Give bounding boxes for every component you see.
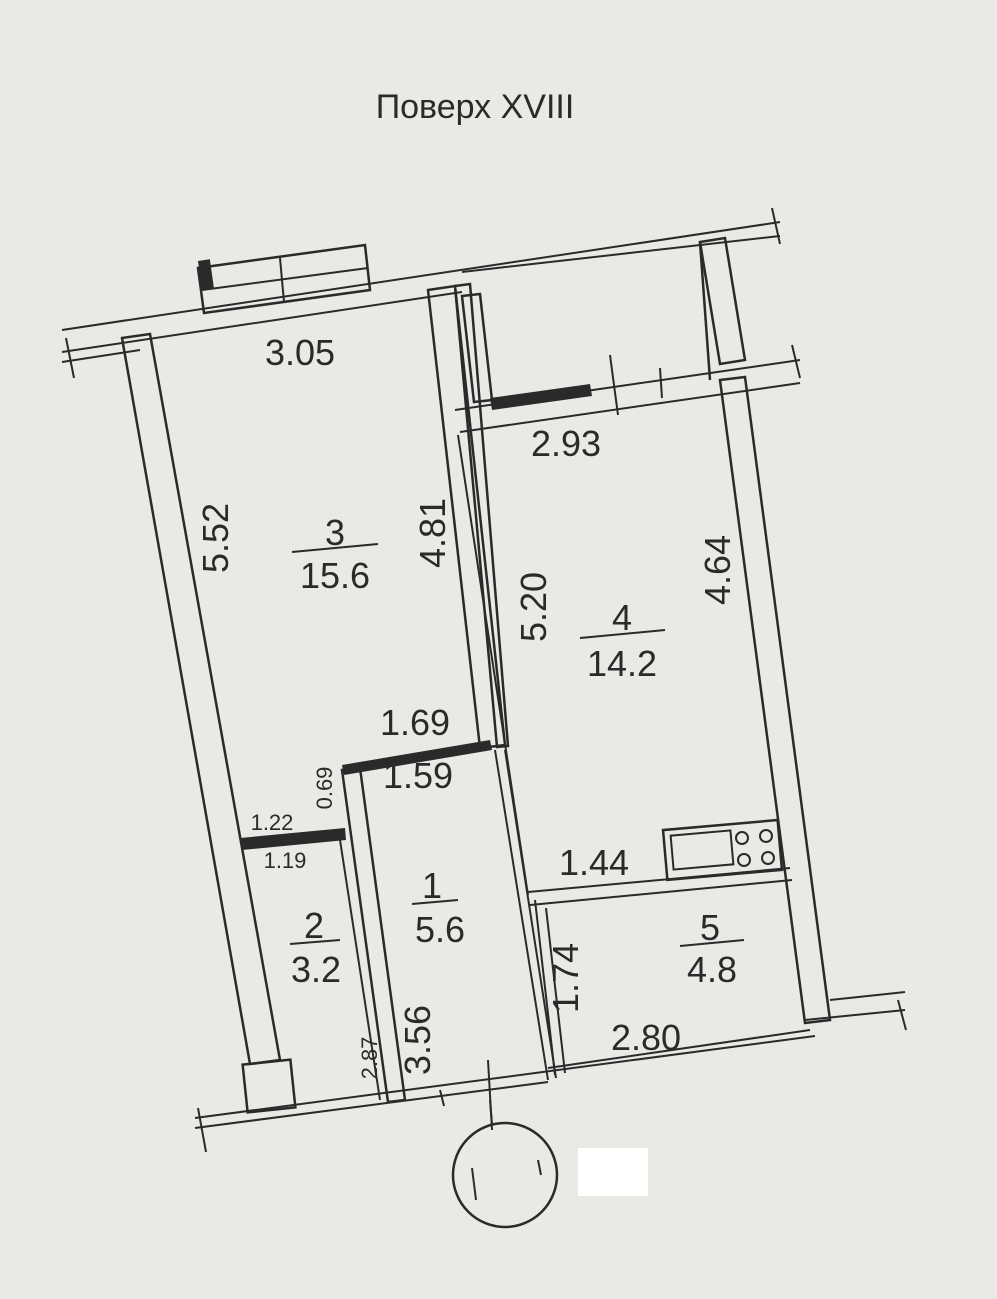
dim-2-93: 2.93 <box>531 423 601 464</box>
room-3-label: 3 15.6 <box>291 512 379 596</box>
dim-4-64: 4.64 <box>697 535 738 605</box>
dim-3-56: 3.56 <box>397 1005 438 1075</box>
bottom-exterior-wall <box>194 1035 816 1153</box>
dim-1-19: 1.19 <box>264 848 307 873</box>
room-number: 5 <box>700 907 720 948</box>
dim-3-05: 3.05 <box>265 332 335 373</box>
compass-icon <box>451 1099 559 1229</box>
dim-1-74: 1.74 <box>545 943 586 1013</box>
dim-4-81: 4.81 <box>412 498 453 568</box>
room-number: 2 <box>304 905 324 946</box>
room-2-walls <box>240 828 381 1101</box>
room-number: 4 <box>612 597 632 638</box>
room-area: 14.2 <box>587 643 657 684</box>
top-exterior-wall <box>61 207 781 379</box>
loggia-walls <box>454 236 801 433</box>
dim-5-52: 5.52 <box>195 503 236 573</box>
dim-1-69: 1.69 <box>380 702 450 743</box>
room-area: 5.6 <box>415 909 465 950</box>
stove <box>661 818 784 882</box>
dim-1-44: 1.44 <box>559 842 629 883</box>
dim-1-59: 1.59 <box>383 755 453 796</box>
room-5-walls <box>534 899 811 1076</box>
dim-2-87: 2.87 <box>357 1037 382 1080</box>
redaction-block <box>578 1148 648 1196</box>
room-5-label: 5 4.8 <box>679 907 745 990</box>
room-1-label: 1 5.6 <box>411 865 465 950</box>
dim-5-20: 5.20 <box>513 572 554 642</box>
room-area: 3.2 <box>291 949 341 990</box>
room-2-label: 2 3.2 <box>289 905 341 990</box>
dim-2-80: 2.80 <box>611 1017 681 1058</box>
room-4-label: 4 14.2 <box>579 597 666 684</box>
dim-0-69: 0.69 <box>312 767 337 810</box>
dim-1-22: 1.22 <box>251 810 294 835</box>
room-area: 15.6 <box>300 555 370 596</box>
room-number: 3 <box>325 512 345 553</box>
window-top <box>196 243 372 315</box>
room-area: 4.8 <box>687 949 737 990</box>
floor-title: Поверх XVIII <box>376 88 575 126</box>
room-number: 1 <box>422 865 442 906</box>
